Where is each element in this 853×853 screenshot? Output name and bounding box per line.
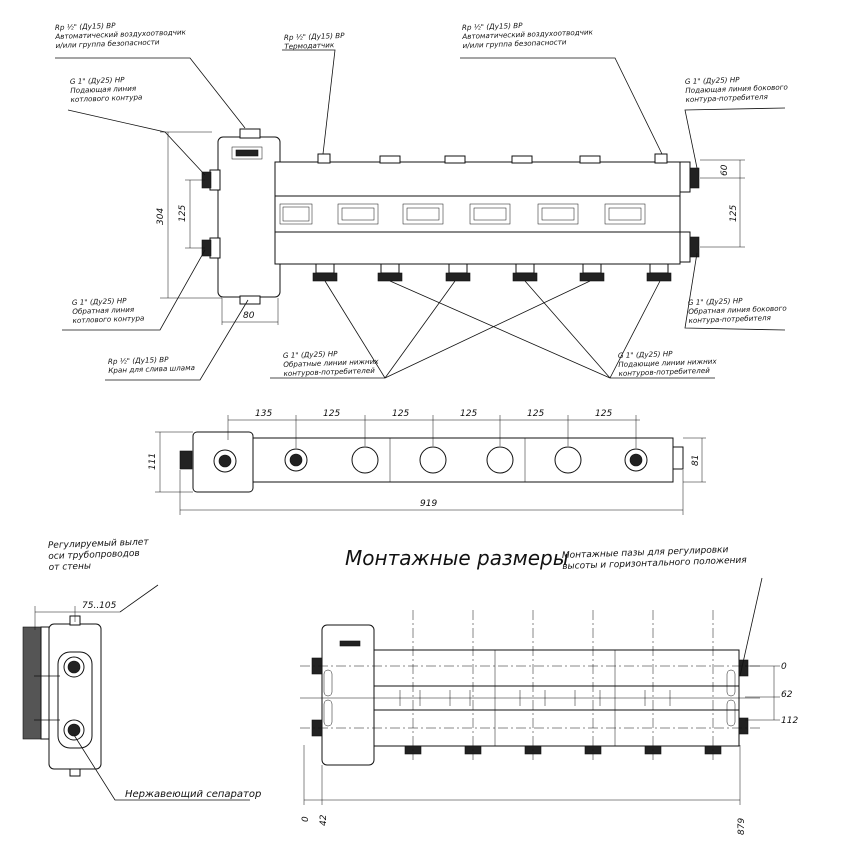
dim-pitch-135: 135 <box>255 409 272 419</box>
dim-pitch-125-5: 125 <box>595 409 612 419</box>
air-vent-1-label: Rp ½" (Ду15) ВР Автоматический воздухоот… <box>54 18 189 50</box>
dim-111: 111 <box>148 453 158 470</box>
dim-80: 80 <box>243 311 255 321</box>
plan-view <box>155 415 706 515</box>
dim-125-right: 125 <box>729 205 739 222</box>
dim-pitch-125-3: 125 <box>460 409 477 419</box>
temp-sensor-label: Rp ½" (Ду15) ВР Термодатчик <box>284 31 347 51</box>
front-elevation <box>55 49 786 381</box>
separator-label: Нержавеющий сепаратор <box>125 789 261 800</box>
wall-offset-label: Регулируемый вылет оси трубопроводов от … <box>48 537 153 573</box>
side-view <box>22 584 250 801</box>
dim-pitch-125-2: 125 <box>392 409 409 419</box>
boiler-return-label: G 1" (Ду25) НР Обратная линия котлового … <box>72 295 145 324</box>
dim-919: 919 <box>420 499 437 509</box>
drawing-title: Монтажные размеры <box>345 546 569 570</box>
bottom-supply-label: G 1" (Ду25) НР Подающие линии нижних кон… <box>618 347 720 377</box>
dim-pitch-125-1: 125 <box>323 409 340 419</box>
return-header <box>274 231 681 265</box>
boiler-supply-label: G 1" (Ду25) НР Подающая линия котлового … <box>70 74 143 103</box>
dim-125-left: 125 <box>178 205 188 222</box>
drain-valve-label: Rp ½" (Ду15) ВР Кран для слива шлама <box>108 354 195 375</box>
dim-81: 81 <box>691 455 701 466</box>
bottom-return-label: G 1" (Ду25) НР Обратные линии нижних кон… <box>283 348 382 378</box>
dim-mount-112: 112 <box>781 716 798 726</box>
dim-base-879: 879 <box>737 818 747 835</box>
dim-mount-0: 0 <box>781 662 787 672</box>
dim-75-105: 75..105 <box>82 601 117 611</box>
side-return-label: G 1" (Ду25) НР Обратная линия бокового к… <box>688 294 790 325</box>
dim-pitch-125-4: 125 <box>527 409 544 419</box>
air-vent-2-label: Rp ½" (Ду15) ВР Автоматический воздухоот… <box>461 18 596 50</box>
side-supply-nut <box>689 167 700 189</box>
dim-304: 304 <box>156 208 166 225</box>
supply-header <box>274 161 681 197</box>
side-supply-label: G 1" (Ду25) НР Подающая линия бокового к… <box>685 73 791 104</box>
separator-body <box>217 136 281 298</box>
mount-slots-label: Монтажные пазы для регулировки высоты и … <box>562 545 748 572</box>
mounting-view <box>300 577 780 805</box>
dim-mount-62: 62 <box>781 690 793 700</box>
dim-base-0: 0 <box>301 816 311 822</box>
dim-60: 60 <box>720 164 730 176</box>
dim-base-42: 42 <box>319 814 329 826</box>
side-return-nut <box>689 236 700 258</box>
